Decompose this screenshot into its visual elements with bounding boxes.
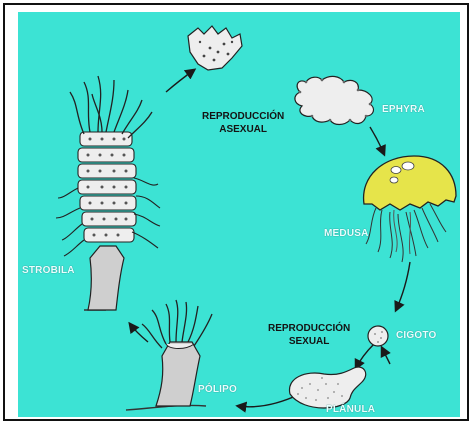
medusa-drawing [364,156,456,262]
arrow-cigoto-to-planula [356,344,374,368]
heading-sexual-reproduction: REPRODUCCIÓN SEXUAL [268,322,350,348]
label-strobila: STROBILA [22,265,75,276]
arrow-medusa-to-cigoto [396,262,410,310]
heading-asexual-line2: ASEXUAL [202,123,284,136]
diagram-drawing [18,12,460,417]
ephyra-drawing [295,76,374,124]
label-ephyra: EPHYRA [382,104,425,115]
label-medusa: MEDUSA [324,228,369,239]
label-planula: PLÁNULA [326,404,375,415]
planula-drawing [289,367,365,408]
figure-frame: REPRODUCCIÓN ASEXUAL REPRODUCCIÓN SEXUAL… [3,3,469,421]
arrow-into-cigoto [382,348,390,364]
cigoto-drawing [368,326,388,346]
life-cycle-diagram: REPRODUCCIÓN ASEXUAL REPRODUCCIÓN SEXUAL… [18,12,460,417]
heading-asexual-reproduction: REPRODUCCIÓN ASEXUAL [202,110,284,136]
heading-sexual-line1: REPRODUCCIÓN [268,322,350,335]
arrow-strobila-to-ephyra [166,70,194,92]
ephyra-detached-disc [188,26,242,70]
label-cigoto: CIGOTO [396,330,436,341]
arrow-planula-to-polipo [238,394,300,407]
heading-sexual-line2: SEXUAL [268,335,350,348]
heading-asexual-line1: REPRODUCCIÓN [202,110,284,123]
label-polipo: PÓLIPO [198,384,237,395]
arrow-ephyra-to-medusa [370,127,384,154]
